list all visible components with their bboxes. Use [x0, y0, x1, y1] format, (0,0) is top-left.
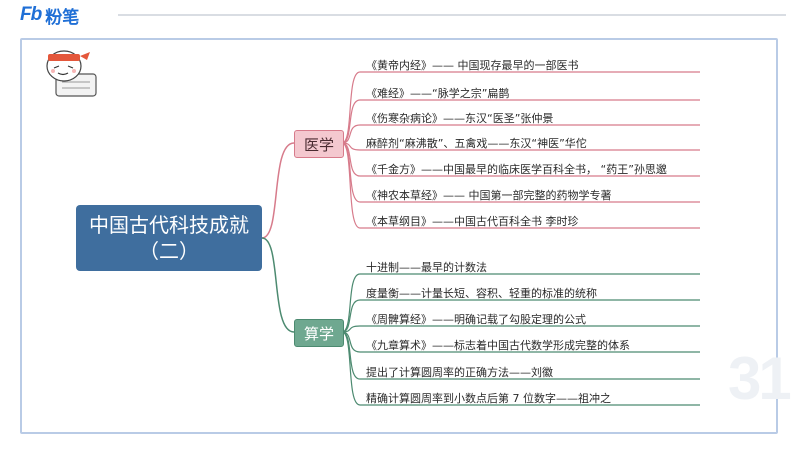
branch-medicine: 医学 — [294, 130, 344, 158]
leaf-medicine-5: 《千金方》——中国最早的临床医学百科全书， “药王”孙思邈 — [366, 161, 667, 177]
root-node: 中国古代科技成就 （二） — [76, 205, 262, 271]
leaf-math-4: 《九章算术》——标志着中国古代数学形成完整的体系 — [366, 337, 630, 353]
leaf-math-3: 《周髀算经》——明确记载了勾股定理的公式 — [366, 311, 586, 327]
brand-logo: Fb 粉笔 — [20, 4, 79, 26]
root-subtitle: （二） — [89, 238, 249, 264]
mascot-icon — [40, 44, 100, 100]
leaf-medicine-3: 《伤寒杂病论》——东汉“医圣”张仲景 — [366, 110, 553, 126]
leaf-medicine-7: 《本草纲目》——中国古代百科全书 李时珍 — [366, 213, 579, 229]
leaf-math-5: 提出了计算圆周率的正确方法——刘徽 — [366, 364, 553, 380]
leaf-math-6: 精确计算圆周率到小数点后第 7 位数字——祖冲之 — [366, 390, 611, 406]
leaf-medicine-1: 《黄帝内经》—— 中国现存最早的一部医书 — [366, 57, 579, 73]
leaf-math-2: 度量衡——计量长短、容积、轻重的标准的统称 — [366, 285, 597, 301]
root-title: 中国古代科技成就 — [89, 212, 249, 238]
logo-text: 粉笔 — [45, 3, 79, 28]
page-number-watermark: 31 — [728, 344, 789, 413]
leaf-medicine-6: 《神农本草经》—— 中国第一部完整的药物学专著 — [366, 187, 612, 203]
logo-mark: Fb — [20, 4, 41, 26]
branch-mathematics: 算学 — [294, 319, 344, 347]
leaf-math-1: 十进制——最早的计数法 — [366, 259, 487, 275]
header-divider — [118, 14, 786, 16]
leaf-medicine-4: 麻醉剂“麻沸散”、五禽戏——东汉“神医”华佗 — [366, 135, 587, 151]
leaf-medicine-2: 《难经》——“脉学之宗”扁鹊 — [366, 85, 509, 101]
